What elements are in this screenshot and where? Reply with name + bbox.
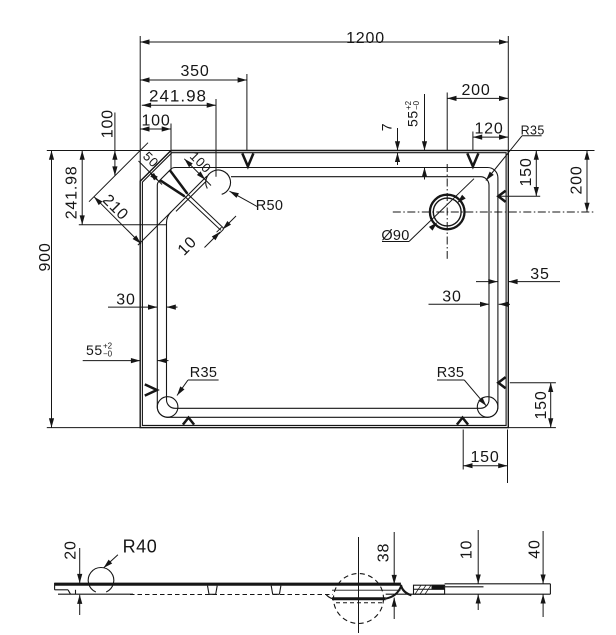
svg-text:30: 30 bbox=[116, 292, 135, 309]
svg-text:7: 7 bbox=[379, 123, 395, 132]
svg-text:120: 120 bbox=[474, 120, 503, 137]
svg-text:10: 10 bbox=[459, 540, 476, 559]
svg-text:40: 40 bbox=[527, 539, 544, 558]
svg-text:Ø90: Ø90 bbox=[381, 228, 409, 244]
svg-text:100: 100 bbox=[141, 112, 170, 129]
svg-text:−0: −0 bbox=[412, 100, 421, 110]
svg-text:−0: −0 bbox=[103, 350, 113, 359]
svg-text:350: 350 bbox=[180, 63, 209, 80]
svg-text:+2: +2 bbox=[404, 100, 413, 110]
svg-text:R35: R35 bbox=[437, 365, 465, 381]
svg-text:241.98: 241.98 bbox=[149, 87, 207, 106]
svg-text:R35: R35 bbox=[521, 123, 545, 137]
svg-text:150: 150 bbox=[470, 449, 499, 466]
svg-text:R40: R40 bbox=[123, 537, 158, 557]
svg-text:1200: 1200 bbox=[346, 30, 385, 47]
svg-text:+2: +2 bbox=[103, 342, 113, 351]
svg-text:55: 55 bbox=[86, 342, 103, 358]
svg-text:R50: R50 bbox=[256, 198, 284, 214]
svg-text:200: 200 bbox=[569, 165, 586, 194]
svg-text:900: 900 bbox=[37, 242, 54, 271]
svg-text:35: 35 bbox=[530, 266, 549, 283]
svg-text:55: 55 bbox=[405, 110, 421, 127]
svg-text:R35: R35 bbox=[190, 365, 218, 381]
svg-text:38: 38 bbox=[376, 543, 393, 562]
svg-text:30: 30 bbox=[442, 289, 461, 306]
svg-text:20: 20 bbox=[63, 540, 80, 559]
svg-text:150: 150 bbox=[533, 390, 550, 419]
svg-text:241.98: 241.98 bbox=[64, 166, 81, 220]
svg-text:150: 150 bbox=[518, 157, 535, 186]
svg-text:200: 200 bbox=[461, 82, 490, 99]
svg-text:100: 100 bbox=[100, 109, 117, 138]
